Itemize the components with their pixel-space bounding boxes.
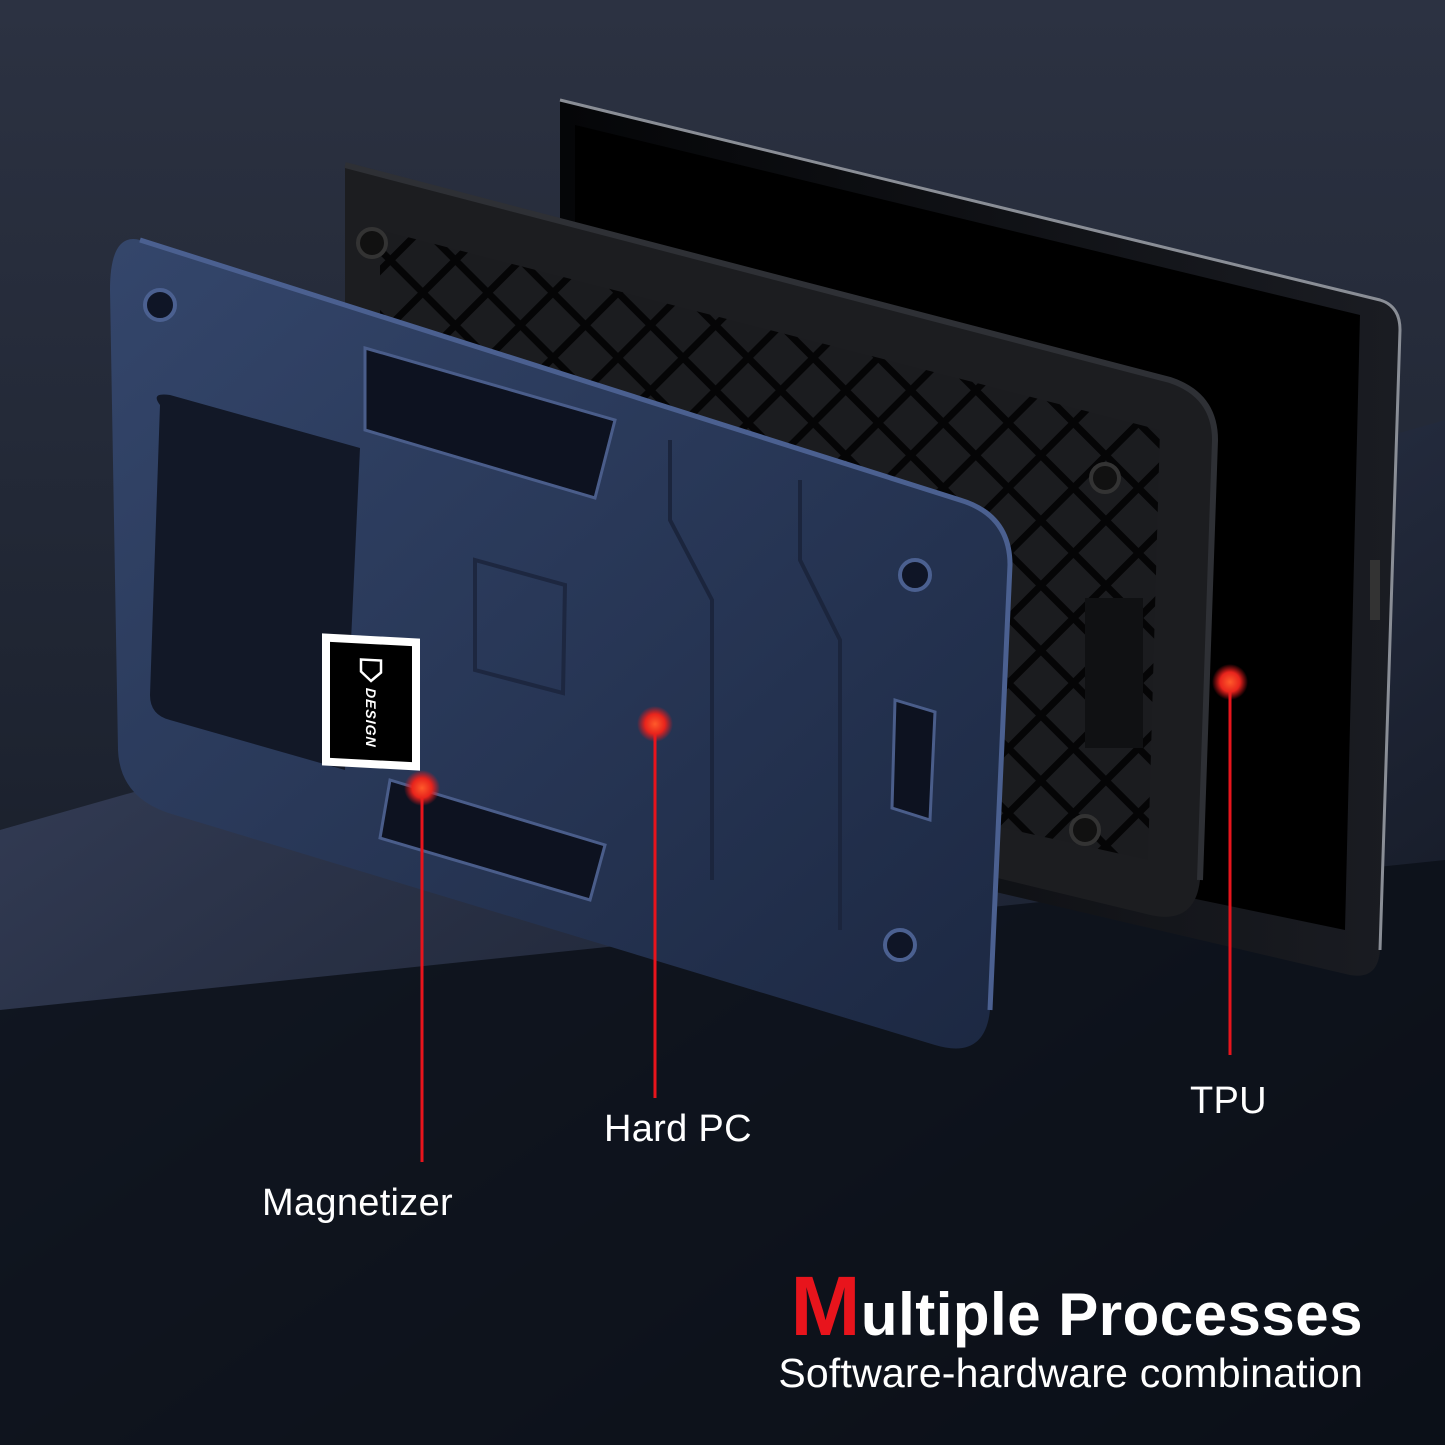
callout-lines — [420, 682, 1232, 1162]
callout-label-hard-pc: Hard PC — [604, 1108, 752, 1150]
headline-rest: ultiple Processes — [860, 1281, 1363, 1348]
shield-icon — [359, 658, 383, 683]
callout-dot-hard-pc — [637, 706, 673, 742]
hard-pc-case — [110, 237, 1013, 1049]
callout-dot-tpu — [1212, 664, 1248, 700]
headline: Multiple Processes — [790, 1258, 1363, 1355]
badge-text: DESIGN — [363, 687, 379, 749]
callout-label-magnetizer: Magnetizer — [262, 1182, 453, 1224]
callout-dot-magnetizer — [404, 770, 440, 806]
design-badge: DESIGN — [322, 633, 420, 771]
subheadline: Software-hardware combination — [778, 1350, 1363, 1396]
callout-label-tpu: TPU — [1190, 1080, 1267, 1122]
table-edge — [0, 860, 1445, 1445]
headline-first-letter: M — [790, 1259, 861, 1353]
